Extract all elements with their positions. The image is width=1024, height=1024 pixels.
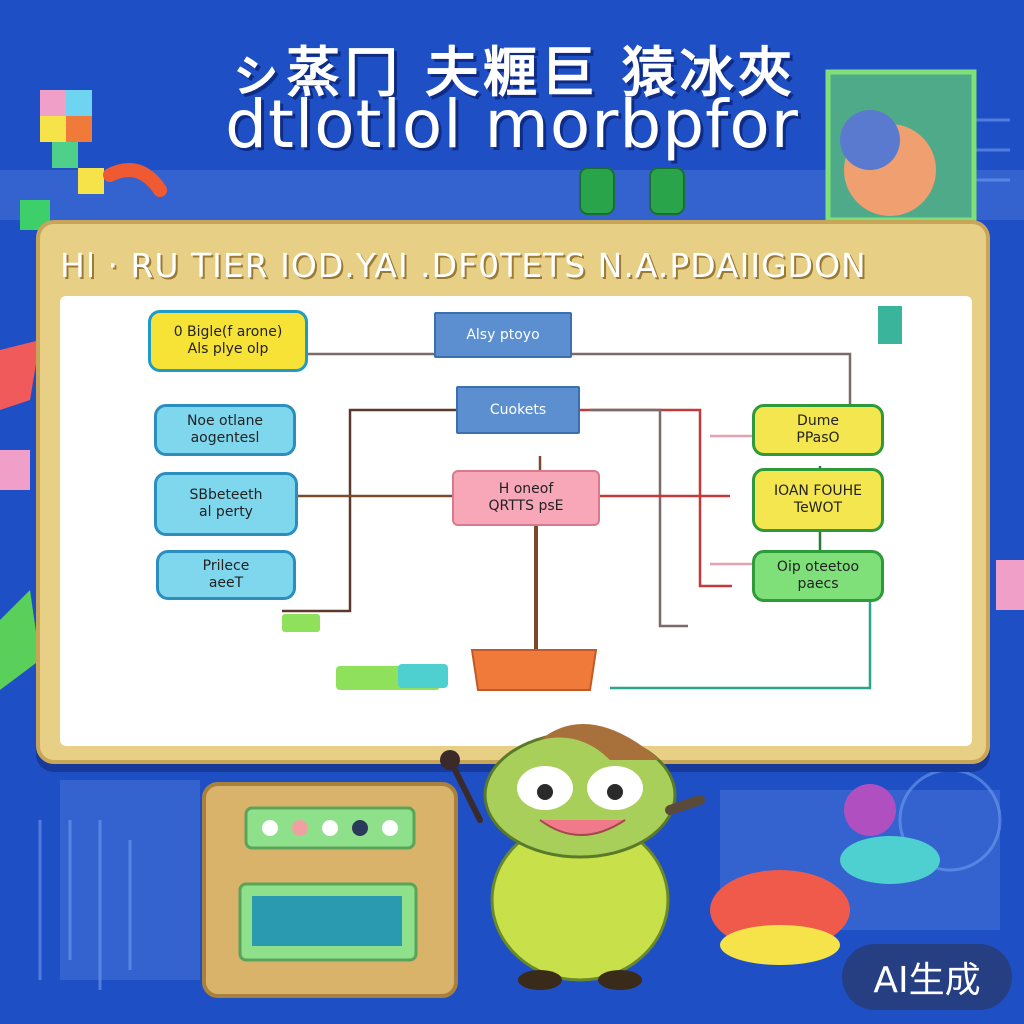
node-9-text-2: TeWOT [793,500,843,516]
diagram-node-10: Oip oteetoo paecs [752,550,884,602]
node-10-text-1: Oip oteetoo [776,559,860,575]
node-1-text-1: 0 Bigle(f arone) [173,324,283,340]
diagram-node-8: Dume PPasO [752,404,884,456]
diagram-node-6: Prilece aeeT [156,550,296,600]
ai-generated-badge: AI生成 [842,944,1012,1010]
board-header: Hl · RU TIER IOD.YAI .DF0TETS N.A.PDAIIG… [60,246,867,285]
node-4-text-2: aogentesl [190,430,260,446]
node-1-text-2: Als plye olp [187,341,269,357]
diagram-board: Hl · RU TIER IOD.YAI .DF0TETS N.A.PDAIIG… [36,220,990,764]
node-8-text-2: PPasO [796,430,840,446]
mascot-illustration [440,724,705,990]
connector-lines [276,306,902,691]
node-10-text-2: paecs [797,576,839,592]
node-6-text-1: Prilece [202,558,250,574]
diagram-node-5: SBbeteeth al perty [154,472,298,536]
node-7-text-2: QRTTS psE [488,498,564,514]
diagram-node-2: Alsy ptoyo [434,312,572,358]
diagram-node-9: IOAN FOUHE TeWOT [752,468,884,532]
diagram-node-3: Cuokets [456,386,580,434]
node-9-text-1: IOAN FOUHE [773,483,863,499]
node-4-text-1: Noe otlane [186,413,264,429]
node-6-text-2: aeeT [208,575,244,591]
machine-illustration [202,782,458,998]
diagram-node-4: Noe otlane aogentesl [154,404,296,456]
node-3-text-1: Cuokets [489,401,547,418]
diagram-node-1: 0 Bigle(f arone) Als plye olp [148,310,308,372]
diagram-node-7: H oneof QRTTS psE [452,470,600,526]
node-2-text-1: Alsy ptoyo [466,326,540,343]
node-5-text-1: SBbeteeth [189,487,263,503]
diagram-panel: 0 Bigle(f arone) Als plye olp Alsy ptoyo… [60,296,972,746]
node-5-text-2: al perty [199,504,253,520]
node-8-text-1: Dume [797,413,839,429]
title-latin: dtlotlol morbpfor [225,86,799,163]
title-chinese: ㇱ蒸冂 夫糎巨 猿冰夾 [228,41,796,104]
node-7-text-1: H oneof [498,481,554,497]
